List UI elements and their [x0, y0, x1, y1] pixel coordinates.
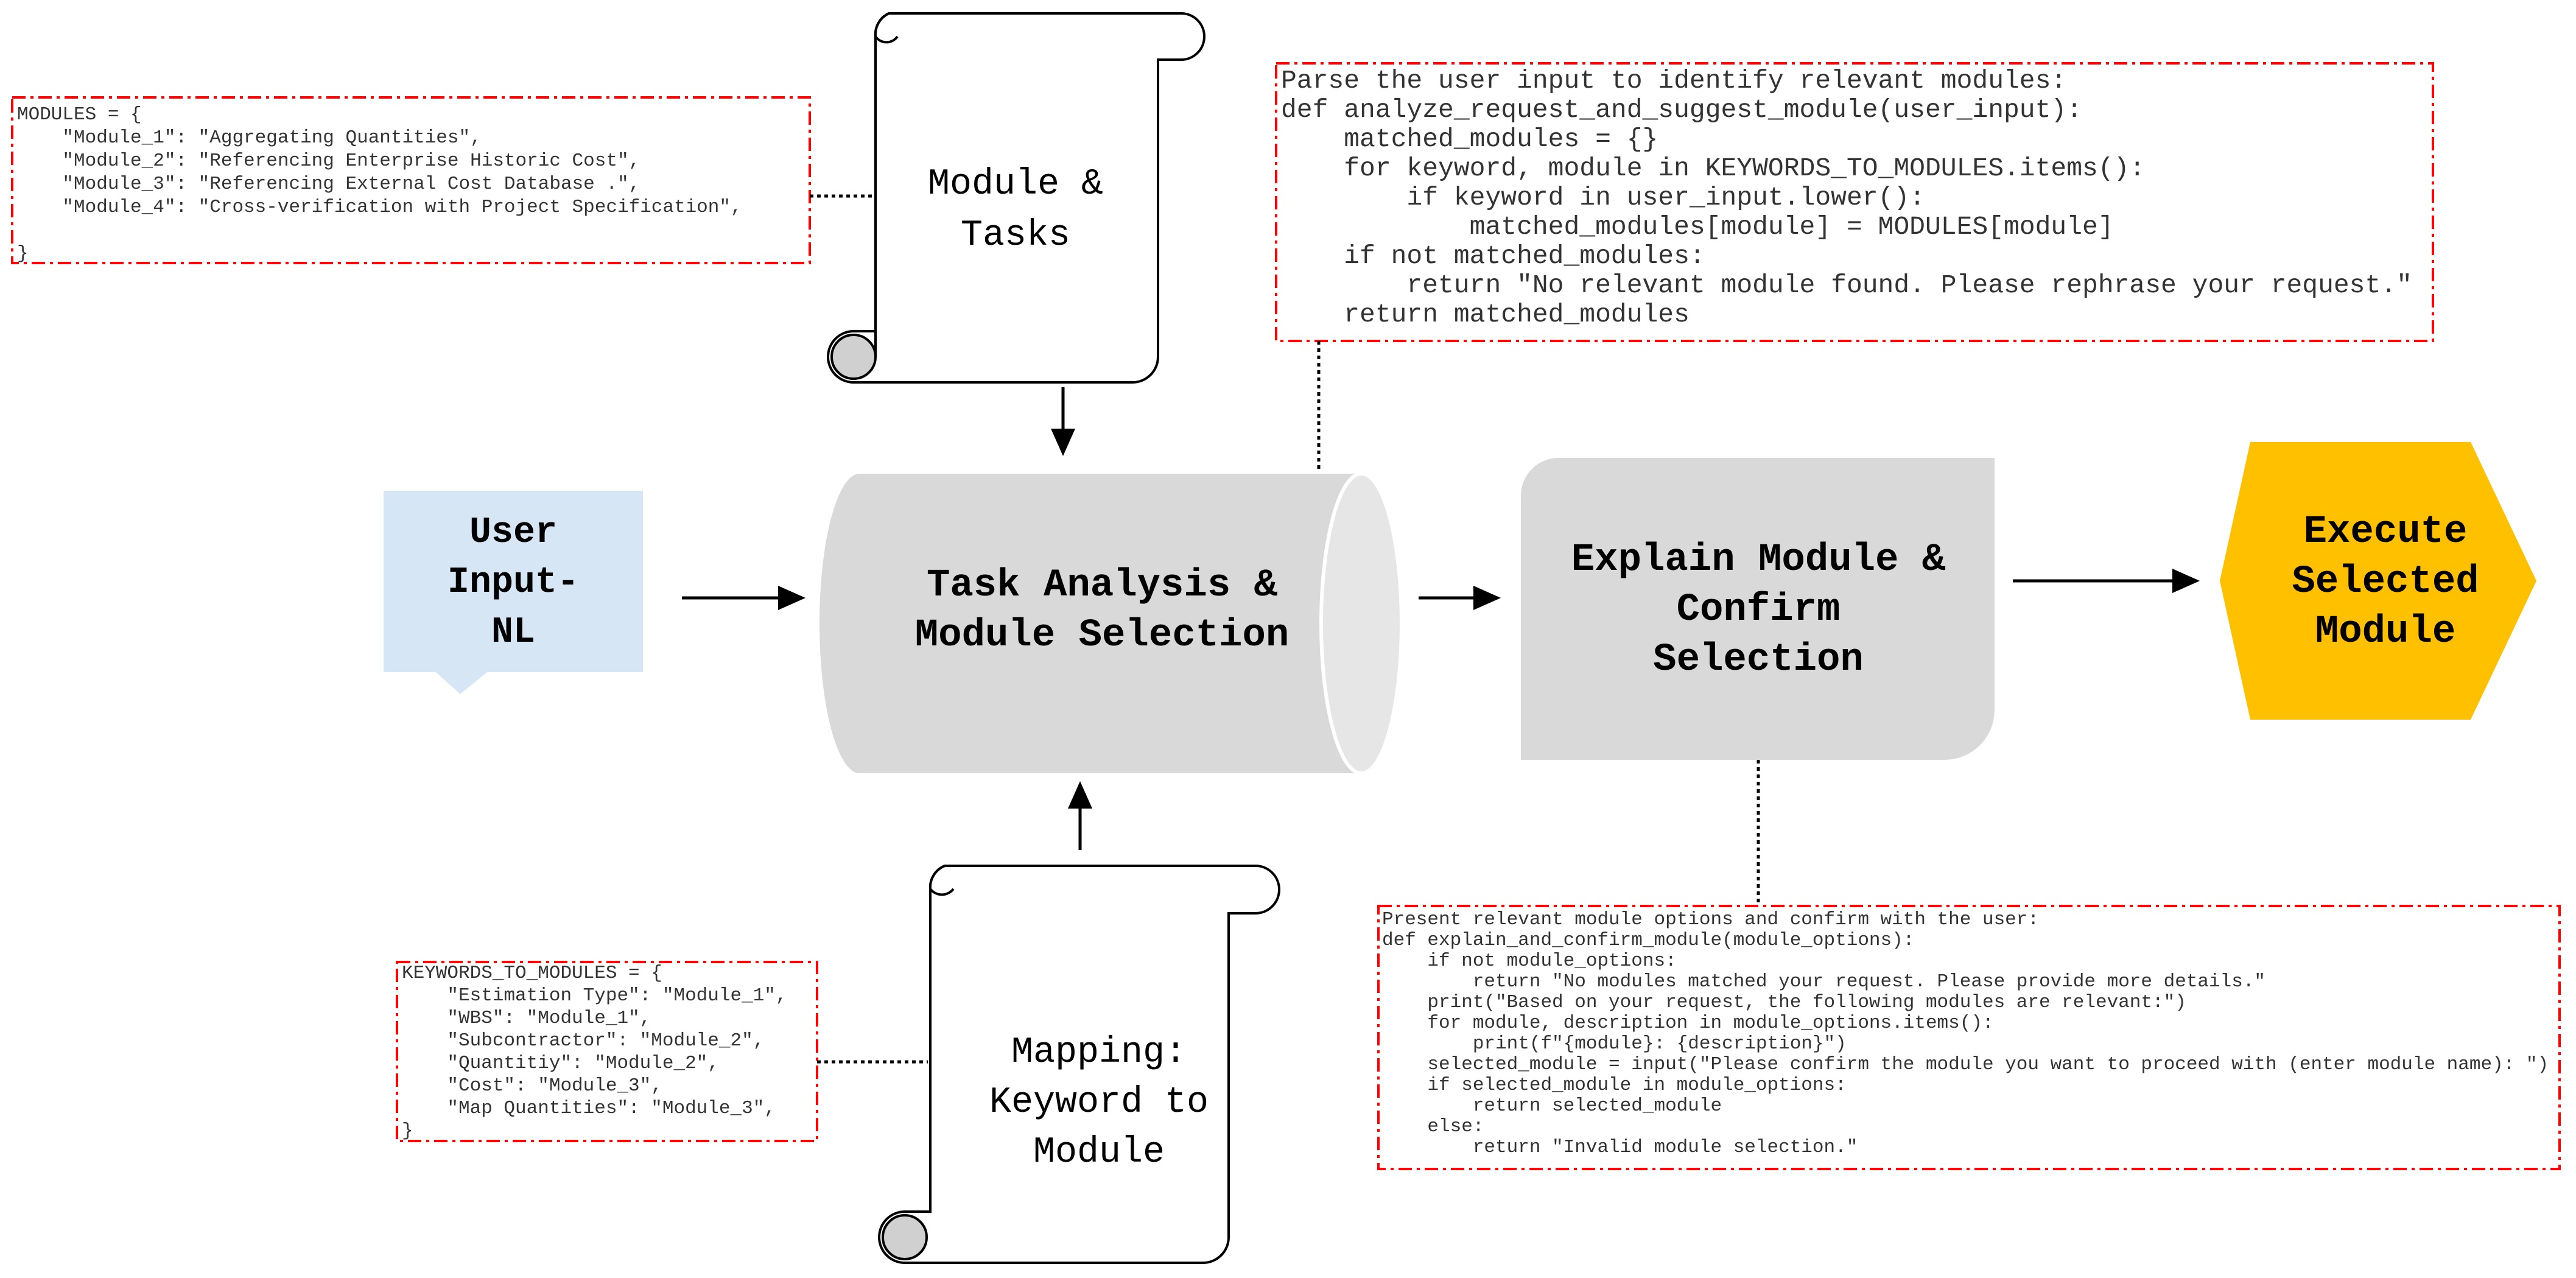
module-tasks-scroll: Module & Tasks [827, 12, 1206, 384]
explain-shape [1521, 458, 1995, 760]
analyze-code-line: matched_modules = {} [1281, 124, 1658, 154]
user-input-text-line: NL [491, 612, 535, 653]
keywords-code-line: "Quantitiy": "Module_2", [402, 1053, 719, 1074]
execute-text-line: Execute [2304, 510, 2468, 554]
task-analysis-text-line: Module Selection [915, 614, 1290, 658]
modules-code-line: "Module_4": "Cross-verification with Pro… [17, 197, 742, 218]
task-analysis-text-line: Task Analysis & [927, 564, 1278, 608]
module-tasks-label: Module & Tasks [928, 164, 1103, 256]
keywords-code-line: "Cost": "Module_3", [402, 1075, 662, 1097]
confirm-code-line: print(f"{module}: {description}") [1382, 1033, 1847, 1055]
modules-code-line: } [17, 243, 29, 264]
confirm-code-border [1377, 905, 2561, 1170]
mapping-text-line: Module [1033, 1132, 1165, 1173]
arrows [682, 387, 2200, 850]
mapping-scroll: Mapping: Keyword to Module [878, 865, 1280, 1264]
keywords-code-line: KEYWORDS_TO_MODULES = { [402, 963, 662, 984]
analyze-code-line: if keyword in user_input.lower(): [1281, 183, 1925, 212]
confirm-code-line: Present relevant module options and conf… [1382, 909, 2039, 930]
task-analysis-label: Task Analysis & Module Selection [915, 564, 1290, 658]
module-tasks-text-line: Tasks [961, 215, 1070, 256]
analyze-code-line: return matched_modules [1281, 300, 1690, 329]
module-tasks-text-line: Module & [928, 164, 1103, 205]
user-input-text-line: Input- [447, 562, 579, 603]
keywords-code-line: } [402, 1120, 413, 1142]
dotted-connectors [810, 194, 1760, 1064]
modules-code-line: MODULES = { [17, 104, 142, 125]
analyze-code-box: Parse the user input to identify relevan… [1275, 62, 2434, 342]
modules-code-box: MODULES = { "Module_1": "Aggregating Qua… [11, 96, 811, 264]
module-tasks-scroll-body [827, 12, 1206, 384]
mapping-scroll-top-curl [928, 865, 955, 896]
explain-text-line: Confirm [1677, 588, 1841, 632]
explain-text-line: Selection [1653, 638, 1864, 682]
confirm-code-line: def explain_and_confirm_module(module_op… [1382, 930, 1914, 951]
mapping-label: Mapping: Keyword to Module [989, 1032, 1209, 1173]
execute-text-line: Selected [2292, 560, 2479, 604]
analyze-code-line: def analyze_request_and_suggest_module(u… [1281, 95, 2082, 125]
execute-text-line: Module [2315, 610, 2455, 654]
keywords-code-line: "Map Quantities": "Module_3", [402, 1098, 776, 1119]
task-analysis-end-cap [1319, 472, 1403, 775]
analyze-code-line: for keyword, module in KEYWORDS_TO_MODUL… [1281, 153, 2145, 183]
mapping-scroll-bottom-curl [882, 1214, 928, 1260]
module-tasks-scroll-bottom-curl [830, 334, 877, 380]
user-input-text-line: User [469, 512, 557, 553]
confirm-code-line: return "No modules matched your request.… [1382, 971, 2265, 992]
modules-code-line: "Module_1": "Aggregating Quantities", [17, 127, 482, 149]
keywords-code-line: "WBS": "Module_1", [402, 1008, 651, 1029]
modules-code-text: MODULES = { "Module_1": "Aggregating Qua… [17, 104, 742, 264]
module-tasks-scroll-top-curl [874, 12, 899, 44]
explain-text-line: Explain Module & [1571, 538, 1946, 582]
mapping-text-line: Keyword to [989, 1082, 1209, 1123]
task-analysis-body [819, 474, 1361, 773]
mapping-text-line: Mapping: [1011, 1032, 1187, 1073]
analyze-code-line: matched_modules[module] = MODULES[module… [1281, 212, 2114, 242]
keywords-code-line: "Estimation Type": "Module_1", [402, 985, 787, 1006]
keywords-code-border [396, 961, 818, 1142]
analyze-code-line: if not matched_modules: [1281, 241, 1705, 271]
keywords-code-text: KEYWORDS_TO_MODULES = { "Estimation Type… [402, 963, 787, 1142]
modules-code-border [11, 96, 811, 264]
keywords-code-box: KEYWORDS_TO_MODULES = { "Estimation Type… [396, 961, 818, 1142]
confirm-code-line: return selected_module [1382, 1095, 1722, 1117]
confirm-code-line: print("Based on your request, the follow… [1382, 992, 2186, 1013]
confirm-code-box: Present relevant module options and conf… [1377, 905, 2561, 1170]
confirm-code-text: Present relevant module options and conf… [1382, 909, 2549, 1158]
mapping-scroll-body [878, 865, 1280, 1264]
analyze-code-text: Parse the user input to identify relevan… [1281, 66, 2412, 329]
confirm-code-line: else: [1382, 1116, 1484, 1137]
task-analysis-node: Task Analysis & Module Selection [819, 472, 1403, 775]
execute-hexagon [2220, 442, 2536, 720]
confirm-code-line: if not module_options: [1382, 950, 1677, 972]
confirm-code-line: if selected_module in module_options: [1382, 1075, 1847, 1096]
keywords-code-line: "Subcontractor": "Module_2", [402, 1030, 764, 1052]
confirm-code-line: for module, description in module_option… [1382, 1013, 1994, 1034]
confirm-code-line: selected_module = input("Please confirm … [1382, 1054, 2549, 1075]
analyze-code-border [1275, 62, 2434, 342]
user-input-shape [384, 491, 643, 694]
modules-code-line: "Module_2": "Referencing Enterprise Hist… [17, 150, 640, 172]
modules-code-line: "Module_3": "Referencing External Cost D… [17, 174, 640, 195]
analyze-code-line: Parse the user input to identify relevan… [1281, 66, 2066, 96]
confirm-code-line: return "Invalid module selection." [1382, 1137, 1858, 1158]
analyze-code-line: return "No relevant module found. Please… [1281, 270, 2412, 300]
